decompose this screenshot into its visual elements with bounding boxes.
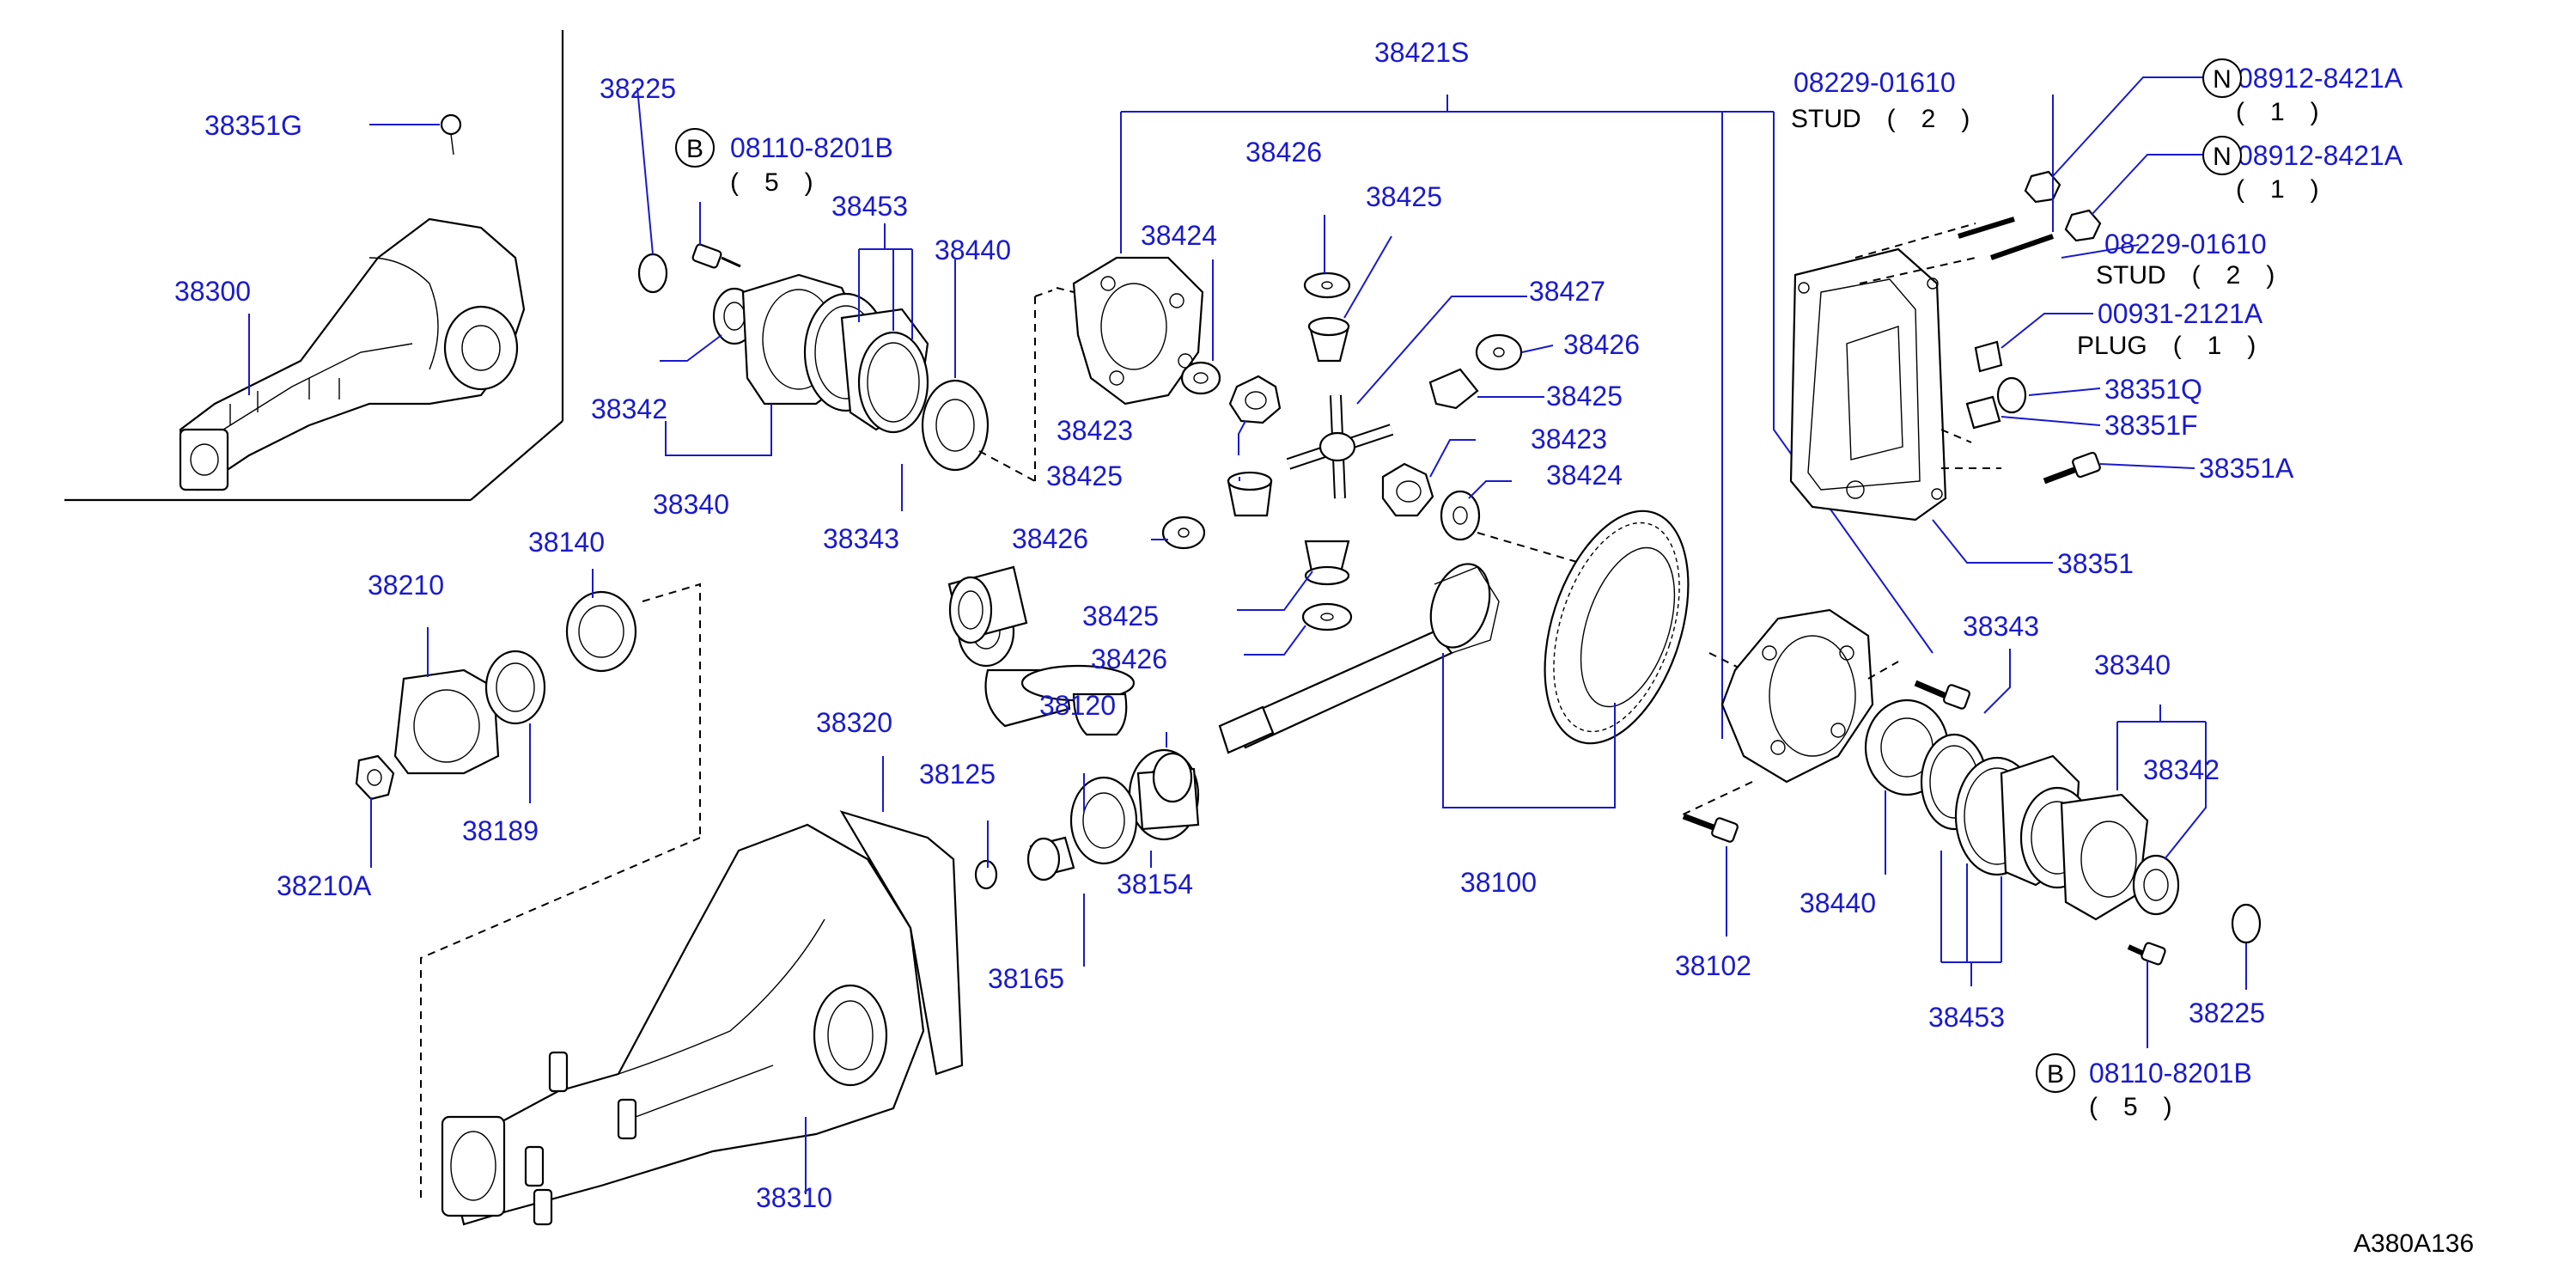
label-08110-8201B-bot: 08110-8201B xyxy=(2089,1058,2252,1089)
label-38425-a: 38425 xyxy=(1046,461,1123,491)
label-38426-d: 38426 xyxy=(1091,644,1167,674)
companion-flange-group xyxy=(355,583,701,838)
differential-carrier-housing xyxy=(420,810,964,1226)
label-38453-bot: 38453 xyxy=(1928,1002,2005,1033)
label-38440-top: 38440 xyxy=(935,235,1011,265)
label-38310: 38310 xyxy=(756,1182,832,1213)
svg-text:N: N xyxy=(2213,65,2232,94)
label-38425-d: 38425 xyxy=(1082,601,1159,631)
label-38210A: 38210A xyxy=(277,870,372,901)
label-38351Q: 38351Q xyxy=(2104,374,2202,405)
circled-badges: B B N N xyxy=(675,58,2242,1093)
label-38189: 38189 xyxy=(462,815,539,846)
label-38342-bot: 38342 xyxy=(2143,754,2220,785)
label-38343-bot: 38343 xyxy=(1963,611,2039,642)
label-38440-bot: 38440 xyxy=(1800,888,1876,918)
label-38351F: 38351F xyxy=(2104,410,2198,441)
label-38424-b: 38424 xyxy=(1546,460,1623,491)
label-38453-top: 38453 xyxy=(831,191,908,222)
right-side-bearing-group xyxy=(1678,608,2262,966)
note-qty-1-a: ( 1 ) xyxy=(2236,98,2319,126)
label-38425-b: 38425 xyxy=(1366,181,1442,212)
note-plug: PLUG ( 1 ) xyxy=(2077,332,2256,360)
pinion-bearing-group xyxy=(947,565,1200,890)
label-38424-a: 38424 xyxy=(1141,220,1217,251)
label-08912-8421A-b: 08912-8421A xyxy=(2238,140,2403,171)
label-38426-a: 38426 xyxy=(1245,137,1322,168)
diagram-reference-code: A380A136 xyxy=(2354,1229,2474,1258)
label-38165: 38165 xyxy=(988,963,1064,994)
bolt-08110-top xyxy=(691,243,741,269)
label-38426-c: 38426 xyxy=(1563,329,1640,360)
label-38225-bot: 38225 xyxy=(2189,997,2265,1028)
badge-b-top: B xyxy=(675,128,715,168)
label-38120: 38120 xyxy=(1039,690,1116,721)
note-qty-5-bot: ( 5 ) xyxy=(2089,1093,2172,1121)
svg-text:B: B xyxy=(686,135,703,163)
label-38423-b: 38423 xyxy=(1531,424,1607,454)
label-38300: 38300 xyxy=(174,276,251,307)
note-qty-5-top: ( 5 ) xyxy=(730,168,813,197)
note-qty-1-b: ( 1 ) xyxy=(2236,175,2319,204)
label-38427: 38427 xyxy=(1529,276,1605,307)
label-38421S: 38421S xyxy=(1374,37,1469,68)
differential-gears-group xyxy=(1056,256,1624,631)
label-38100: 38100 xyxy=(1460,867,1537,898)
label-38210: 38210 xyxy=(368,570,444,601)
label-38426-b: 38426 xyxy=(1012,523,1088,554)
label-38425-c: 38425 xyxy=(1546,381,1623,412)
label-38340-top: 38340 xyxy=(653,489,729,520)
label-38351A: 38351A xyxy=(2199,453,2294,484)
label-08912-8421A-a: 08912-8421A xyxy=(2238,63,2403,94)
quantity-notes: STUD ( 2 ) STUD ( 2 ) PLUG ( 1 ) ( 1 ) (… xyxy=(730,98,2319,1121)
svg-text:N: N xyxy=(2213,143,2232,171)
part-number-labels: 38351G 38300 38225 38342 38340 38453 384… xyxy=(174,37,2403,1213)
label-38423-a: 38423 xyxy=(1057,415,1133,446)
left-side-bearing-group xyxy=(637,243,1053,482)
label-38351G: 38351G xyxy=(204,110,302,141)
badge-n-a: N xyxy=(2202,58,2242,98)
svg-text:B: B xyxy=(2047,1060,2064,1089)
ring-gear-and-drive-pinion xyxy=(1218,509,1770,754)
rear-differential-assembly-drawing xyxy=(179,113,526,491)
badge-n-b: N xyxy=(2202,136,2242,175)
label-38320: 38320 xyxy=(816,707,892,738)
label-38154: 38154 xyxy=(1117,869,1193,900)
label-38125: 38125 xyxy=(919,759,996,790)
badge-b-bottom: B xyxy=(2036,1053,2075,1093)
note-stud-a: STUD ( 2 ) xyxy=(1791,105,1970,133)
label-38225-top: 38225 xyxy=(600,73,676,104)
assembly-inset xyxy=(64,30,564,502)
label-08110-8201B-top: 08110-8201B xyxy=(730,132,893,163)
label-08229-01610-a: 08229-01610 xyxy=(1793,67,1956,98)
label-38351: 38351 xyxy=(2057,548,2134,579)
label-00931-2121A: 00931-2121A xyxy=(2098,298,2263,329)
label-38140: 38140 xyxy=(528,527,605,558)
label-38340-bot: 38340 xyxy=(2094,650,2171,680)
pinion-mate-shaft xyxy=(1286,394,1394,499)
label-38342-top: 38342 xyxy=(591,393,667,424)
note-stud-b: STUD ( 2 ) xyxy=(2096,261,2275,290)
label-38102: 38102 xyxy=(1675,950,1751,981)
rear-cover-group xyxy=(1789,170,2102,522)
label-38343-top: 38343 xyxy=(823,523,899,554)
label-08229-01610-b: 08229-01610 xyxy=(2104,229,2267,259)
